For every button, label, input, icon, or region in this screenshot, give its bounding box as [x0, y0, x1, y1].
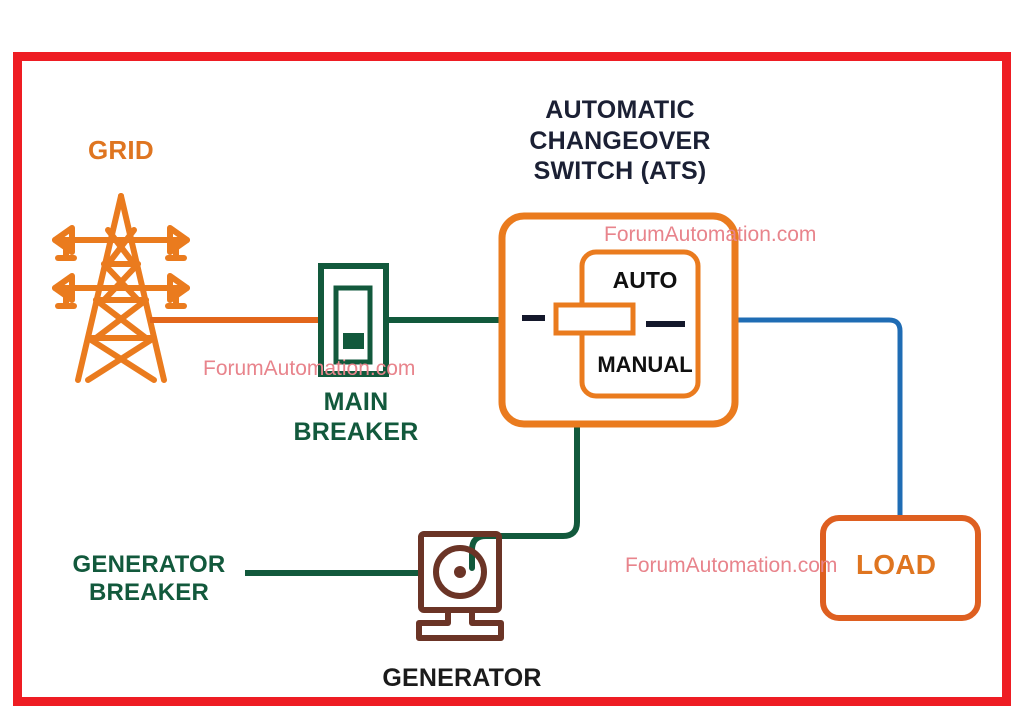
watermark-main-breaker: ForumAutomation.com	[203, 357, 416, 380]
watermark-load: ForumAutomation.com	[625, 554, 838, 577]
watermark-ats: ForumAutomation.com	[604, 223, 817, 246]
generator-label: GENERATOR	[382, 664, 542, 692]
grid-label: GRID	[88, 135, 154, 165]
ats-manual-label: MANUAL	[597, 352, 693, 377]
load-label: LOAD	[856, 549, 937, 580]
generator-breaker-label: GENERATOR BREAKER	[72, 551, 226, 607]
main-breaker-label: MAIN BREAKER	[293, 388, 419, 446]
ats-title: AUTOMATIC CHANGEOVER SWITCH (ATS)	[529, 96, 711, 185]
ats-auto-label: AUTO	[612, 267, 678, 293]
